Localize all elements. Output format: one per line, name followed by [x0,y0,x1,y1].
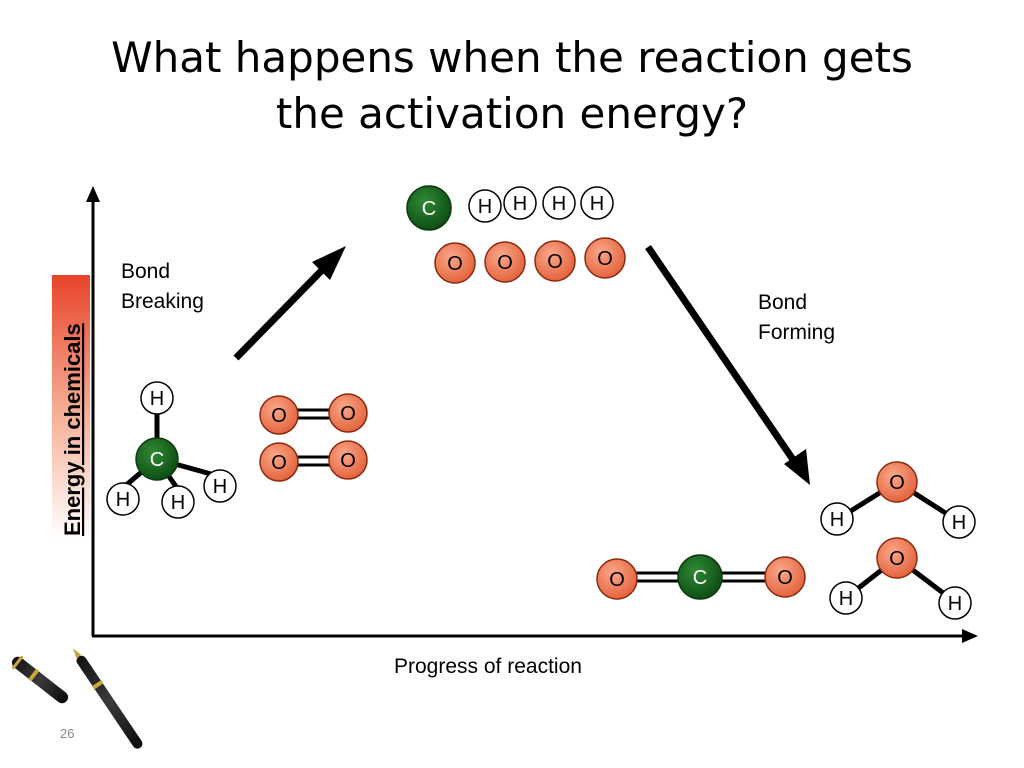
svg-text:H: H [171,492,185,514]
x-axis-arrowhead [962,629,978,643]
atom-oxygen: O [584,237,626,279]
atom-oxygen: O [259,442,299,482]
atom-oxygen: O [434,242,476,284]
svg-text:H: H [478,196,492,218]
atom-hydrogen: H [942,505,976,539]
fountain-pen-icon [73,648,143,749]
bond-breaking-arrow [233,246,346,361]
title-line-2: the activation energy? [275,89,749,138]
atom-carbon: C [135,437,179,481]
title-line-1: What happens when the reaction gets [111,33,913,82]
svg-text:O: O [271,452,287,474]
svg-text:H: H [839,588,853,610]
bond-forming-label: Bond Forming [758,288,835,348]
svg-text:O: O [497,252,513,274]
oxygen-molecule: O O [259,393,368,435]
atom-hydrogen: H [829,581,863,615]
water-molecule: H H O [829,537,972,620]
svg-text:H: H [948,593,962,615]
svg-text:O: O [547,251,563,273]
axes [86,186,978,643]
water-molecule: H H O [820,461,976,539]
bond-forming-arrow [645,245,810,485]
atom-hydrogen: H [468,189,502,223]
svg-text:O: O [447,253,463,275]
atom-hydrogen: H [542,186,576,220]
y-axis-label: Energy in chemicals [60,323,85,536]
stage-label-line: Bond [121,260,171,283]
stage-label-line: Forming [758,321,836,344]
svg-text:C: C [150,449,164,471]
svg-text:O: O [271,405,287,427]
svg-text:H: H [116,489,130,511]
methane-molecule: H H H H C [106,381,237,519]
atom-oxygen: O [596,558,638,600]
bond-breaking-label: Bond Breaking [121,257,204,317]
atom-hydrogen: H [203,469,237,503]
oxygen-molecule: O O [259,440,368,482]
atom-oxygen: O [328,440,368,480]
atom-oxygen: O [328,393,368,433]
svg-text:C: C [422,198,436,220]
atom-oxygen: O [484,241,526,283]
svg-text:H: H [513,193,527,215]
svg-text:C: C [693,567,707,589]
atom-hydrogen: H [140,381,174,415]
atom-hydrogen: H [161,485,195,519]
svg-text:H: H [590,193,604,215]
atom-hydrogen: H [938,586,972,620]
atom-hydrogen: H [106,482,140,516]
svg-text:H: H [150,388,164,410]
svg-text:H: H [952,512,966,534]
stage-label-line: Breaking [121,290,204,313]
y-axis-label-band [52,275,90,540]
slide-number: 26 [60,726,75,741]
svg-text:H: H [830,509,844,531]
x-axis-label: Progress of reaction [394,655,582,678]
y-axis-arrowhead [86,186,100,202]
atom-carbon: C [677,554,723,600]
svg-text:O: O [889,548,905,570]
svg-text:H: H [552,193,566,215]
svg-text:H: H [213,476,227,498]
atom-carbon: C [406,185,452,231]
atom-hydrogen: H [820,502,854,536]
svg-text:O: O [340,403,356,425]
atom-oxygen: O [259,395,299,435]
atom-oxygen: O [534,240,576,282]
atom-oxygen: O [876,537,918,579]
atom-oxygen: O [764,556,806,598]
svg-text:O: O [340,450,356,472]
svg-text:O: O [609,569,625,591]
stage-label-line: Bond [758,291,808,314]
slide-title: What happens when the reaction gets the … [0,30,1024,142]
svg-text:O: O [777,567,793,589]
fountain-pen-icon [11,655,69,704]
carbon-dioxide-molecule: O C O [596,554,806,600]
svg-text:O: O [889,472,905,494]
atom-hydrogen: H [503,186,537,220]
atom-oxygen: O [876,461,918,503]
separated-atoms: C H H H H O O O O [406,185,626,284]
atom-hydrogen: H [580,186,614,220]
svg-text:O: O [597,248,613,270]
